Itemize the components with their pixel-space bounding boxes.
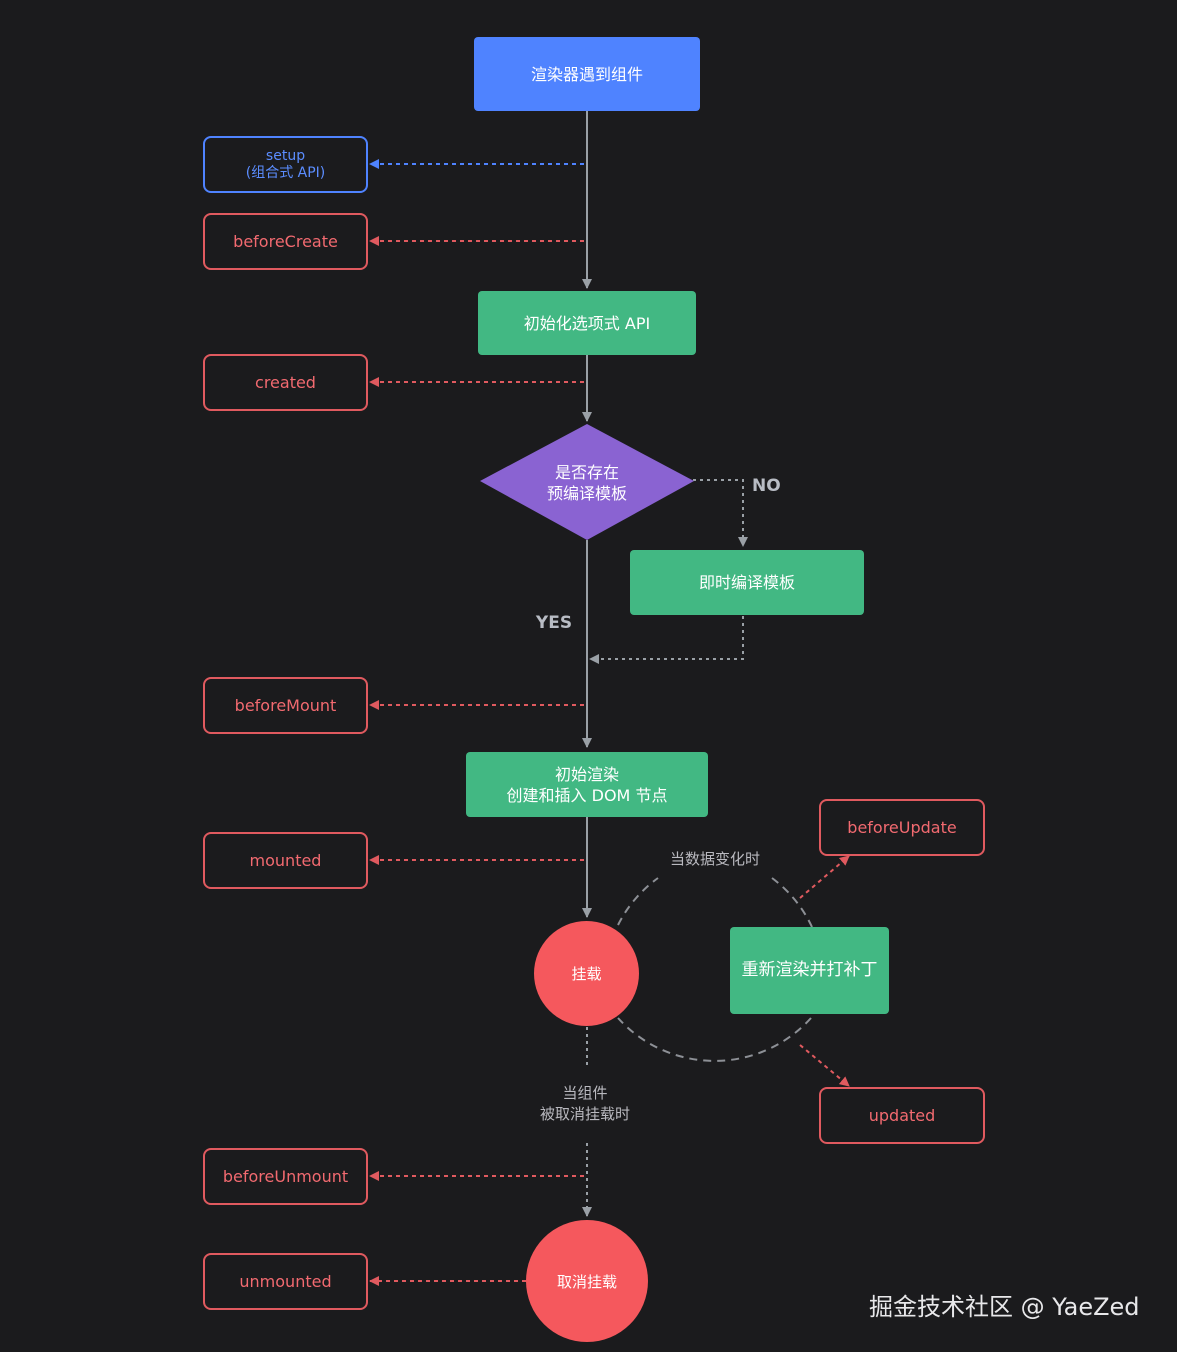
no-branch-label: NO	[752, 476, 781, 496]
mounted-hook: mounted	[203, 832, 368, 889]
unmount-condition-line-1: 当组件	[562, 1084, 608, 1102]
before-unmount-hook: beforeUnmount	[203, 1148, 368, 1205]
before-update-hook: beforeUpdate	[819, 799, 985, 856]
created-hook: created	[203, 354, 368, 411]
initial-render-line-1: 初始渲染	[554, 764, 619, 784]
unmounted-state-circle: 取消挂载	[526, 1220, 648, 1342]
data-change-label: 当数据变化时	[669, 850, 760, 868]
hook-arrows	[369, 236, 850, 1286]
init-options-api-step: 初始化选项式 API	[478, 291, 696, 355]
no-branch-lines	[589, 479, 748, 664]
yes-branch-label: YES	[535, 613, 573, 633]
rerender-patch-step: 重新渲染并打补丁	[730, 927, 889, 1014]
decision-line-1: 是否存在	[554, 463, 619, 482]
renderer-encounters-component-step: 渲染器遇到组件	[474, 37, 700, 111]
unmounted-hook: unmounted	[203, 1253, 368, 1310]
before-mount-hook: beforeMount	[203, 677, 368, 734]
initial-render-line-2: 创建和插入 DOM 节点	[506, 785, 668, 805]
setup-hook: setup (组合式 API)	[203, 136, 368, 193]
unmount-condition-line-2: 被取消挂载时	[539, 1105, 630, 1123]
initial-render-step: 初始渲染 创建和插入 DOM 节点	[466, 752, 708, 817]
template-decision-label: 是否存在 预编译模板	[520, 462, 654, 504]
mounted-state-circle: 挂载	[534, 921, 639, 1026]
updated-hook: updated	[819, 1087, 985, 1144]
watermark: 掘金技术社区 @ YaeZed	[869, 1293, 1140, 1321]
decision-line-2: 预编译模板	[546, 484, 627, 503]
before-create-hook: beforeCreate	[203, 213, 368, 270]
setup-hook-name: setup	[265, 147, 306, 164]
unmount-condition-label: 当组件 被取消挂载时	[515, 1083, 655, 1125]
decision-diamond-shape	[480, 424, 694, 540]
jit-compile-template-step: 即时编译模板	[630, 550, 864, 615]
setup-hook-note: (组合式 API)	[245, 164, 326, 181]
update-cycle-arc	[617, 877, 813, 1062]
